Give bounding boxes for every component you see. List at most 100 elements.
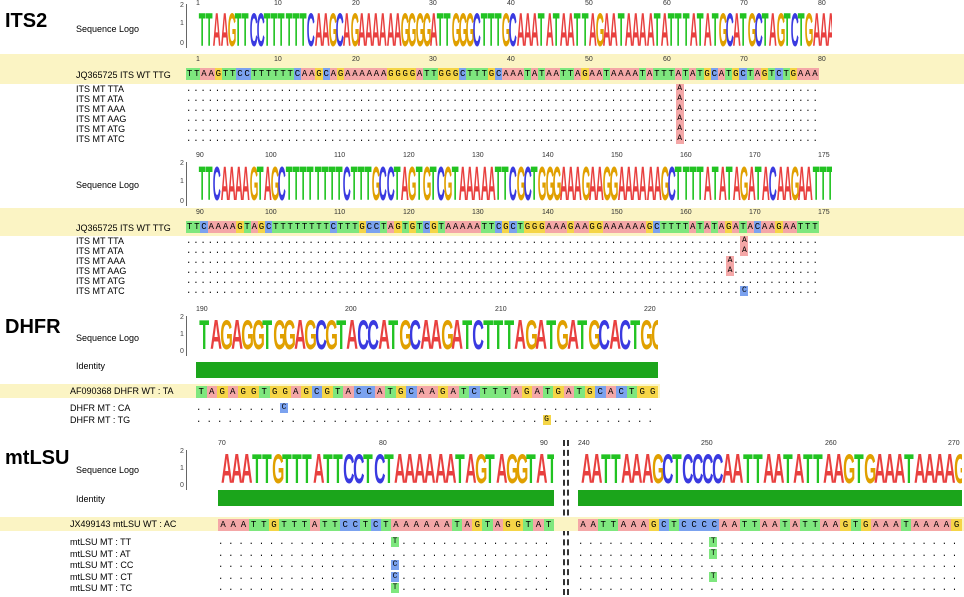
sequence-base: C <box>495 221 503 233</box>
mutation-base: A <box>740 246 749 256</box>
logo-letter: G <box>776 9 785 54</box>
ruler-tick: 50 <box>585 0 593 7</box>
sequence-base: A <box>595 68 603 80</box>
logo-letter: T <box>682 162 690 208</box>
logo-letter: T <box>350 162 358 208</box>
logo-letter: T <box>282 450 292 490</box>
logo-letter: G <box>227 9 237 54</box>
logo-letter: T <box>754 162 762 208</box>
logo-letter: G <box>422 162 432 208</box>
logo-letter: G <box>372 162 381 208</box>
logo-letter: A <box>639 162 648 208</box>
logo-letter: T <box>601 450 611 490</box>
logo-letter: A <box>574 162 583 208</box>
ruler-tick: 110 <box>334 152 346 159</box>
logo-letter: T <box>292 162 300 208</box>
sequence-base: T <box>186 221 194 233</box>
logo-letter: G <box>545 162 554 208</box>
sequence-base: T <box>523 519 534 531</box>
logo-letter: A <box>234 162 243 208</box>
ruler-tick: 200 <box>345 306 357 313</box>
sequence-base: C <box>699 519 710 531</box>
logo-letter: A <box>595 162 604 208</box>
sequence-base: A <box>703 221 711 233</box>
sequence-base: C <box>406 386 417 398</box>
logo-letter: T <box>198 9 206 54</box>
logo-letter: A <box>610 9 619 54</box>
sequence-base: T <box>289 519 300 531</box>
sequence-base: A <box>462 519 473 531</box>
logo-letter: A <box>487 162 496 208</box>
ruler-tick: 1 <box>196 0 200 7</box>
sequence-base: T <box>804 221 812 233</box>
sequence-base: A <box>618 519 629 531</box>
sequence-base: A <box>830 519 841 531</box>
ruler-tick: 40 <box>507 0 515 7</box>
logo-letter: C <box>509 9 518 54</box>
sequence-base: T <box>749 519 760 531</box>
logo-letter: C <box>509 162 518 208</box>
mtlsu-title: mtLSU <box>5 447 70 469</box>
sequence-base: T <box>660 68 668 80</box>
logo-letter: G <box>465 9 475 54</box>
sequence-base: A <box>358 68 366 80</box>
logo-letter: G <box>408 162 417 208</box>
logo-letter: G <box>556 316 569 356</box>
logo-letter: T <box>689 162 697 208</box>
sequence-base: C <box>595 386 606 398</box>
logo-letter: A <box>434 450 447 490</box>
logo-letter: A <box>535 316 547 356</box>
logo-letter: T <box>480 9 488 54</box>
its2-logo2-label: Sequence Logo <box>76 180 140 190</box>
variant-dots: ................................. <box>218 537 554 547</box>
logo-letter: G <box>552 162 562 208</box>
sequence-base: A <box>516 68 524 80</box>
logo-letter: A <box>394 450 406 490</box>
logo-letter: C <box>379 162 388 208</box>
sequence-base: T <box>451 519 463 531</box>
sequence-base: T <box>566 68 575 80</box>
sequence-base: A <box>574 68 582 80</box>
logo-letter: A <box>588 9 597 54</box>
logo-letter: A <box>241 450 253 490</box>
ruler-tick: 40 <box>507 56 515 63</box>
logo-letter: A <box>473 162 482 208</box>
logo-letter: T <box>577 316 588 356</box>
variant-label: ITS MT ATG <box>76 124 126 134</box>
logo-letter: C <box>754 9 763 54</box>
sequence-base: G <box>487 68 496 80</box>
sequence-base: G <box>761 68 769 80</box>
logo-letter: T <box>262 316 273 356</box>
logo-letter: T <box>501 162 509 208</box>
logo-letter: T <box>333 450 343 490</box>
sequence-base: A <box>732 221 740 233</box>
sequence-base: A <box>301 68 309 80</box>
logo-letter: T <box>321 162 329 208</box>
logo-letter: A <box>523 9 532 54</box>
logo-letter: T <box>199 316 210 356</box>
logo-letter: T <box>205 9 213 54</box>
logo-letter: T <box>740 9 747 54</box>
sequence-base: A <box>796 68 805 80</box>
logo-letter: A <box>608 316 621 356</box>
logo-letter: A <box>220 162 229 208</box>
logo-letter: A <box>761 162 770 208</box>
logo-letter: C <box>343 450 355 490</box>
logo-letter: G <box>251 316 265 356</box>
sequence-base: A <box>290 386 301 398</box>
variant-label: ITS MT AAG <box>76 266 127 276</box>
logo-letter: T <box>803 450 813 490</box>
sequence-base: A <box>444 221 452 233</box>
logo-letter: A <box>827 9 832 54</box>
sequence-base: C <box>236 68 244 80</box>
variant-dots: ................................. <box>218 560 554 570</box>
logo-letter: T <box>429 162 437 208</box>
variant-label: mtLSU MT : CC <box>70 560 134 570</box>
sequence-base: T <box>308 221 316 233</box>
logo-letter: A <box>873 450 886 490</box>
